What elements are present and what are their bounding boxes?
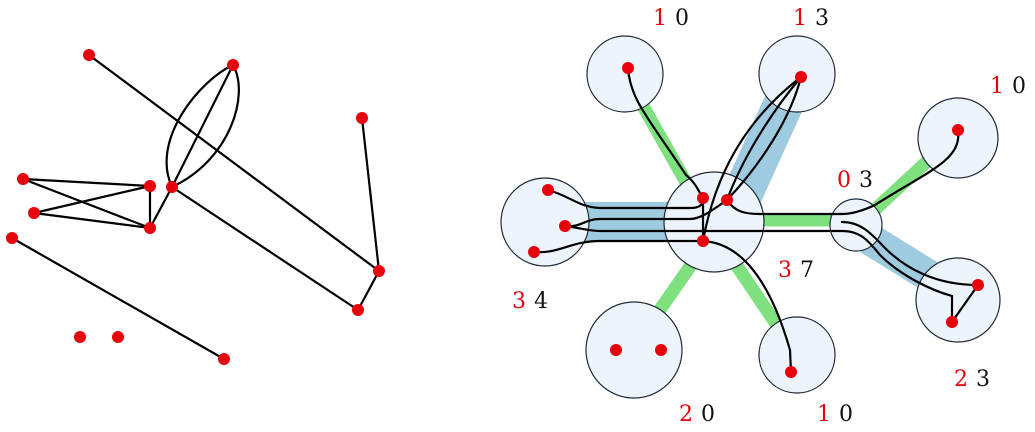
edge [165,63,235,189]
edge [725,75,803,202]
cluster-top-left [586,35,664,113]
vertex [144,222,156,234]
cluster-right-lower [915,257,1001,343]
edge [21,177,152,188]
vertex [946,316,958,328]
cluster-center [663,171,765,273]
edge [626,66,705,200]
vertex [28,207,40,219]
cluster-bottom-left [585,301,683,399]
vertex [6,232,18,244]
edge [725,128,960,216]
clusters [500,35,1001,399]
vertex [528,246,540,258]
edge [170,63,235,189]
vertex [697,192,709,204]
vertex [17,173,29,185]
edge [32,184,152,215]
vertex [559,220,571,232]
edge [148,185,174,230]
cluster-bottom-mid [758,316,836,394]
edge [840,220,980,287]
vertex [622,62,634,74]
edge [21,177,152,230]
edge [170,185,360,312]
vertex [74,331,86,343]
vertex [144,180,156,192]
vertex [972,279,984,291]
vertex [655,344,667,356]
vertex [356,112,368,124]
edge [725,75,803,202]
vertex [785,366,797,378]
vertex [83,49,95,61]
original-graph [6,49,385,365]
vertex [795,71,807,83]
original-vertices [6,49,385,365]
original-edges [10,53,381,361]
edge [170,63,240,189]
vertex [352,304,364,316]
vertex [218,353,230,365]
edge [87,53,381,273]
edge [360,116,381,273]
edge [356,269,381,312]
edge [32,211,152,230]
edge [563,224,954,298]
edge [532,239,793,374]
vertex [721,194,733,206]
vertex [610,344,622,356]
edge [10,236,226,361]
vertex [697,235,709,247]
vertex [373,265,385,277]
vertex [166,181,178,193]
vertex [112,331,124,343]
edge [563,198,729,228]
vertex [542,184,554,196]
clustered-vertices [528,62,984,378]
vertex [952,124,964,136]
vertex [227,59,239,71]
edge [701,75,803,243]
